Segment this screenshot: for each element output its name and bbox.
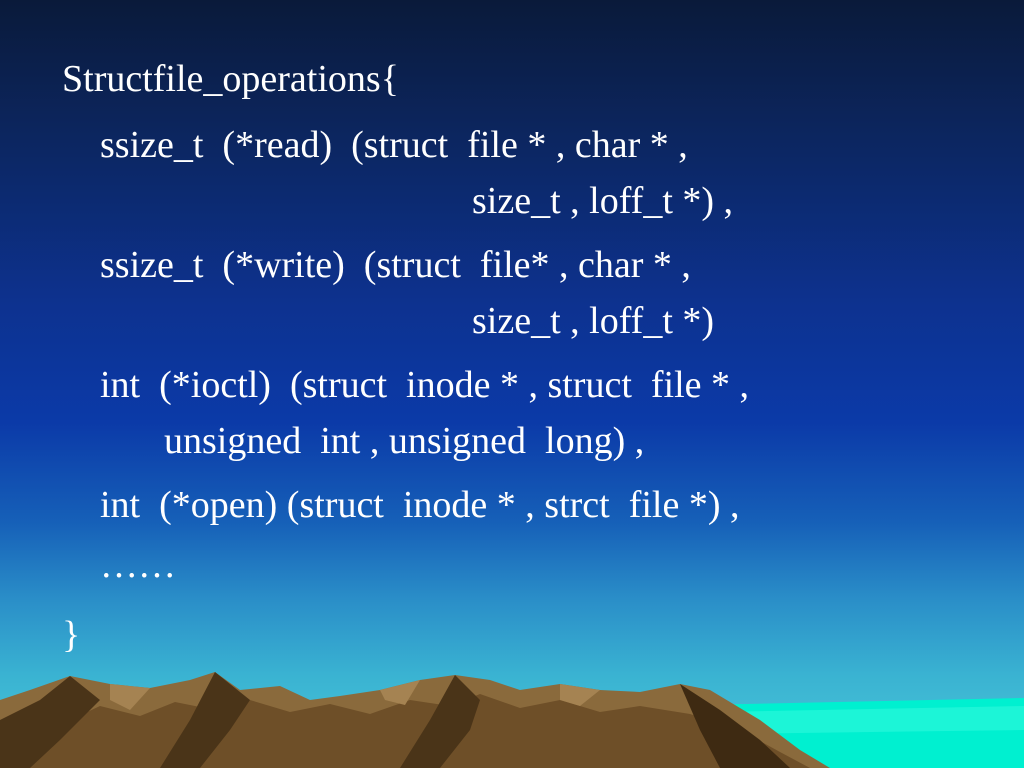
ellipsis-line: …… bbox=[100, 544, 176, 586]
mountain-shadow-4 bbox=[680, 684, 790, 768]
mountain-highlight-3 bbox=[560, 684, 600, 706]
sea-glow bbox=[720, 706, 1024, 734]
mountain-highlight-1 bbox=[110, 684, 150, 710]
mountain-shadow-2 bbox=[160, 672, 250, 768]
open-member-line: int (*open) (struct inode * , strct file… bbox=[100, 484, 740, 526]
struct-declaration-open: Structfile_operations{ bbox=[62, 58, 399, 100]
struct-declaration-close: } bbox=[62, 614, 81, 656]
ioctl-member-line-1: int (*ioctl) (struct inode * , struct fi… bbox=[100, 364, 750, 406]
mountain-shadow-3 bbox=[400, 675, 480, 768]
mountain-shadow-1 bbox=[0, 676, 100, 768]
mountain-highlight-2 bbox=[380, 680, 420, 705]
write-member-line-2: size_t , loff_t *) bbox=[472, 300, 715, 342]
ioctl-member-line-2: unsigned int , unsigned long) , bbox=[164, 420, 645, 462]
read-member-line-1: ssize_t (*read) (struct file * , char * … bbox=[100, 124, 688, 166]
read-member-line-2: size_t , loff_t *) , bbox=[472, 180, 734, 222]
write-member-line-1: ssize_t (*write) (struct file* , char * … bbox=[100, 244, 691, 286]
